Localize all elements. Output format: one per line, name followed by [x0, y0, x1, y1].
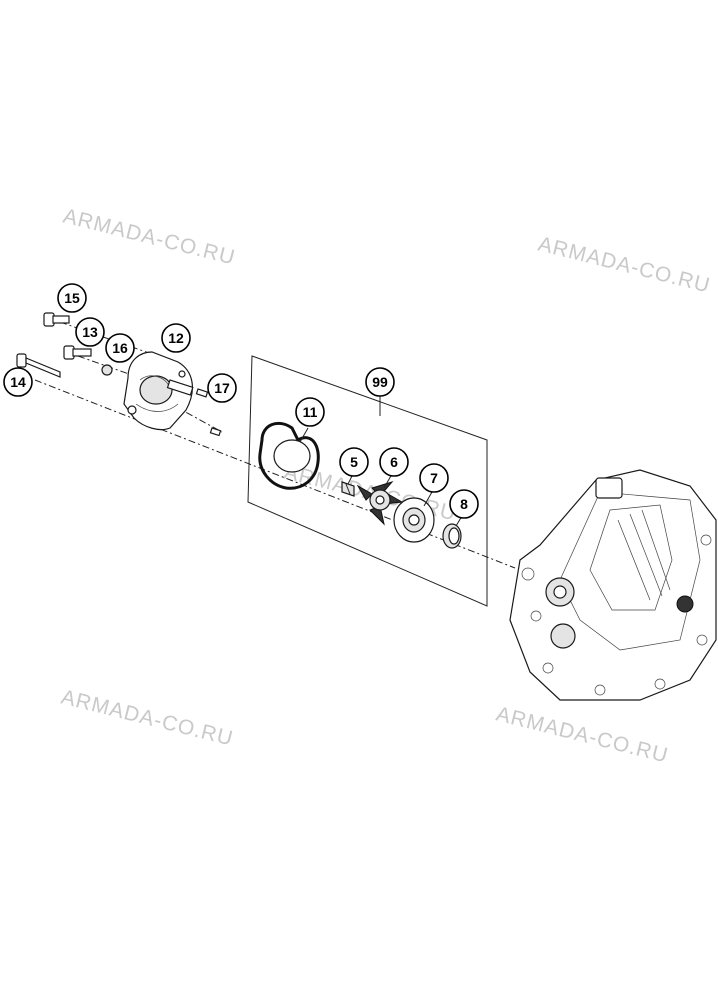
svg-text:8: 8 — [460, 496, 468, 512]
svg-text:13: 13 — [82, 324, 98, 340]
gasket-11 — [258, 421, 320, 490]
watermark-2: ARMADA-CO.RU — [536, 233, 713, 298]
svg-text:5: 5 — [350, 454, 358, 470]
pin-17 — [195, 388, 222, 437]
bolt-14 — [16, 353, 61, 378]
pump-cover-12 — [123, 351, 194, 431]
callout-6: 6 — [379, 447, 409, 477]
shaft-seal-7 — [393, 497, 435, 543]
callout-11: 11 — [295, 397, 325, 427]
bearing-8 — [442, 523, 462, 549]
svg-text:99: 99 — [372, 374, 388, 390]
callout-13: 13 — [75, 317, 105, 347]
svg-text:14: 14 — [10, 374, 26, 390]
callout-7: 7 — [419, 463, 449, 493]
svg-text:11: 11 — [303, 404, 318, 420]
bolt-13 — [63, 345, 92, 360]
callout-15: 15 — [57, 283, 87, 313]
callout-14: 14 — [3, 367, 33, 397]
callout-8: 8 — [449, 489, 479, 519]
svg-text:16: 16 — [112, 340, 128, 356]
watermark-1: ARMADA-CO.RU — [61, 205, 238, 270]
svg-text:15: 15 — [64, 290, 80, 306]
svg-text:7: 7 — [430, 470, 438, 486]
callout-16: 16 — [105, 333, 135, 363]
washer-16 — [101, 364, 113, 376]
callout-17: 17 — [207, 373, 237, 403]
svg-text:12: 12 — [168, 330, 184, 346]
screw-5 — [341, 481, 355, 497]
callout-5: 5 — [339, 447, 369, 477]
engine-cover-housing — [509, 469, 717, 701]
impeller-6 — [356, 481, 404, 526]
kit-99-outline — [247, 355, 488, 607]
svg-text:17: 17 — [214, 380, 230, 396]
assembly-axis — [34, 379, 516, 569]
watermark-4: ARMADA-CO.RU — [59, 686, 236, 751]
svg-text:6: 6 — [390, 454, 398, 470]
watermark-5: ARMADA-CO.RU — [494, 703, 671, 768]
callout-99: 99 — [365, 367, 395, 397]
callout-12: 12 — [161, 323, 191, 353]
bolt-15 — [43, 312, 70, 327]
